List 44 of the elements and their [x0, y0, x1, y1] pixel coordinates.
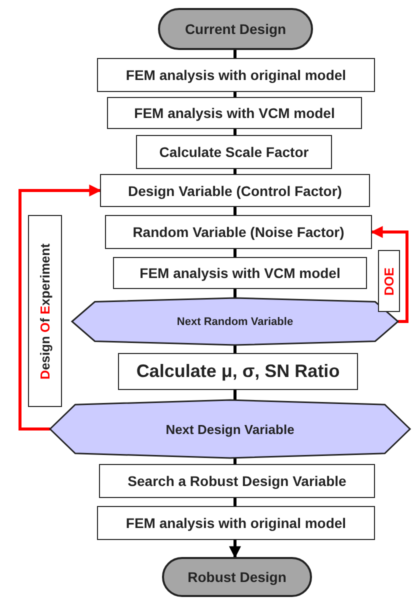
node-text: FEM analysis with VCM model [140, 265, 340, 281]
side-label-box [378, 250, 400, 312]
process-box [113, 257, 367, 289]
node-text: Calculate μ, σ, SN Ratio [136, 361, 340, 382]
process-box [105, 215, 372, 249]
node-text: FEM analysis with VCM model [134, 105, 335, 121]
connector-line [234, 289, 236, 298]
node-text: Next Design Variable [166, 422, 294, 436]
decision-diamond [72, 298, 398, 345]
node-text: FEM analysis with original model [126, 67, 346, 83]
node-text: Calculate Scale Factor [159, 144, 309, 160]
connector-line [234, 249, 236, 257]
node-text: Search a Robust Design Variable [128, 473, 346, 489]
connector-line [234, 458, 236, 464]
connector-line [234, 207, 236, 215]
process-box [97, 58, 375, 92]
connector-line [234, 129, 236, 135]
connector-line [234, 50, 236, 58]
arrow [370, 226, 408, 323]
process-box [136, 135, 332, 169]
node-text: Robust Design [188, 569, 286, 585]
arrow [229, 540, 241, 558]
terminal-box [162, 557, 312, 597]
arrow [18, 184, 102, 430]
decision-diamond [50, 400, 410, 458]
node-text: Random Variable (Noise Factor) [132, 224, 344, 240]
connector-line [234, 345, 236, 353]
process-box [107, 97, 362, 129]
connector-line [234, 390, 236, 400]
connector-line [234, 92, 236, 97]
process-box [118, 353, 358, 390]
vertical-text: Design Of Experiment [38, 243, 52, 379]
connector-line [234, 169, 236, 174]
terminal-box [158, 8, 313, 50]
node-text: FEM analysis with original model [126, 515, 346, 531]
vertical-text: DOE [382, 266, 396, 296]
process-box [97, 506, 375, 540]
process-box [99, 464, 375, 498]
connector-line [234, 498, 236, 506]
node-text: Current Design [184, 21, 286, 37]
process-box [100, 174, 370, 207]
node-text: Next Random Variable [176, 316, 294, 328]
side-label-box [28, 215, 62, 407]
node-text: Design Variable (Control Factor) [128, 182, 342, 198]
